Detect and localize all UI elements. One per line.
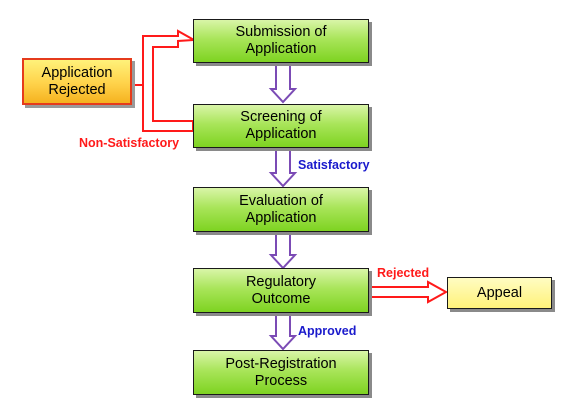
- label-satisfactory: Satisfactory: [298, 158, 370, 172]
- label-non-satisfactory: Non-Satisfactory: [79, 136, 180, 150]
- label-approved: Approved: [298, 324, 357, 338]
- node-appeal: Appeal: [447, 277, 552, 309]
- node-regulatory-outcome: Regulatory Outcome: [193, 268, 369, 313]
- node-submission: Submission of Application: [193, 19, 369, 63]
- label-rejected: Rejected: [377, 266, 430, 280]
- arrow-evaluation-to-outcome: [268, 230, 298, 270]
- arrow-outcome-to-post: [268, 312, 298, 351]
- arrow-screening-to-evaluation: [268, 145, 298, 188]
- node-evaluation: Evaluation of Application: [193, 187, 369, 232]
- node-screening: Screening of Application: [193, 104, 369, 148]
- node-post-registration: Post-Registration Process: [193, 350, 369, 395]
- arrow-submission-to-screening: [268, 61, 298, 104]
- arrow-non-satisfactory-loop: [142, 29, 198, 132]
- arrow-rejected-to-appeal: [367, 280, 449, 304]
- node-application-rejected: Application Rejected: [22, 58, 132, 105]
